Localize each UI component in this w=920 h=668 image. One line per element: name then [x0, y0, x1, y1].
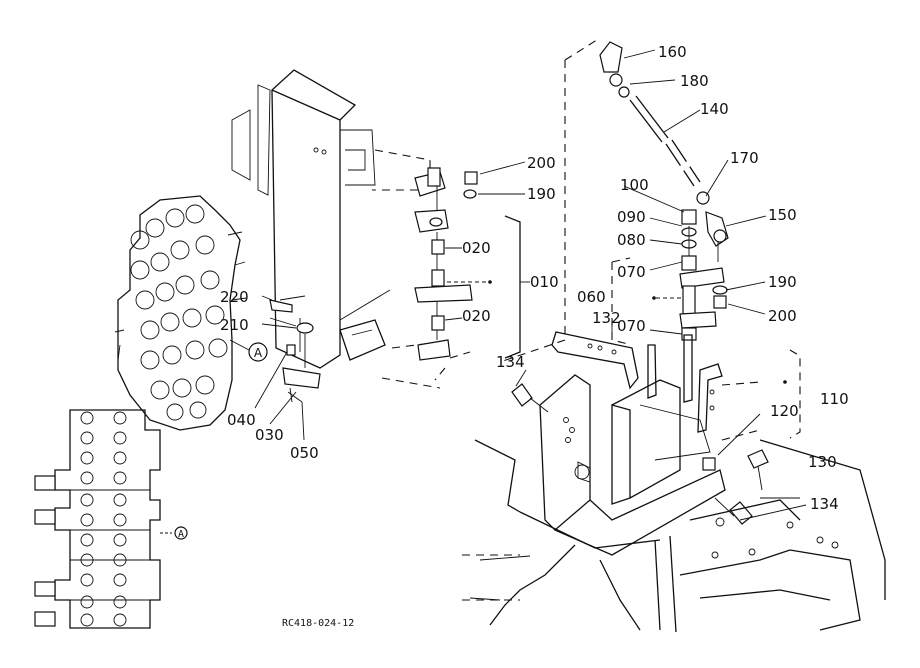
label-150: 150	[768, 206, 797, 224]
label-070-lower: 070	[617, 317, 646, 335]
label-170: 170	[730, 149, 759, 167]
label-070-upper: 070	[617, 263, 646, 281]
label-200-lower: 200	[768, 307, 797, 325]
label-134-lower: 134	[810, 495, 839, 513]
label-090: 090	[617, 208, 646, 226]
callout-a-small-label: A	[178, 529, 184, 540]
label-220: 220	[220, 288, 249, 306]
label-200-upper: 200	[527, 154, 556, 172]
lever-support-panel	[231, 69, 431, 369]
lever-assembly-060	[679, 226, 725, 341]
label-134-upper: 134	[496, 353, 525, 371]
callout-a-marker-small	[174, 526, 188, 540]
rod-assembly	[599, 41, 729, 262]
reference-code: RC418-024-12	[282, 618, 354, 629]
callout-a-marker	[248, 342, 268, 362]
label-080: 080	[617, 231, 646, 249]
label-020-upper: 020	[462, 239, 491, 257]
base-bracket-assembly	[539, 334, 787, 556]
lever-plate-assembly-010	[414, 167, 473, 381]
label-040: 040	[227, 411, 256, 429]
callout-a-label: A	[254, 346, 263, 360]
label-130: 130	[808, 453, 837, 471]
leader-lines	[254, 49, 807, 521]
label-132: 132	[592, 309, 621, 327]
label-020-lower: 020	[462, 307, 491, 325]
control-valve-assembly	[114, 195, 247, 431]
label-160: 160	[658, 43, 687, 61]
label-120: 120	[770, 402, 799, 420]
label-030: 030	[255, 426, 284, 444]
label-190-upper: 190	[527, 185, 556, 203]
control-valve-side-view: A	[34, 409, 188, 629]
label-180: 180	[680, 72, 709, 90]
label-190-lower: 190	[768, 273, 797, 291]
label-060: 060	[577, 288, 606, 306]
label-100: 100	[620, 176, 649, 194]
machine-frame	[462, 439, 886, 633]
label-210: 210	[220, 316, 249, 334]
label-010: 010	[530, 273, 559, 291]
label-140: 140	[700, 100, 729, 118]
part-number-labels: 160 180 140 200 190 170 100 150 090 080 …	[220, 43, 849, 513]
label-110: 110	[820, 390, 849, 408]
label-050: 050	[290, 444, 319, 462]
